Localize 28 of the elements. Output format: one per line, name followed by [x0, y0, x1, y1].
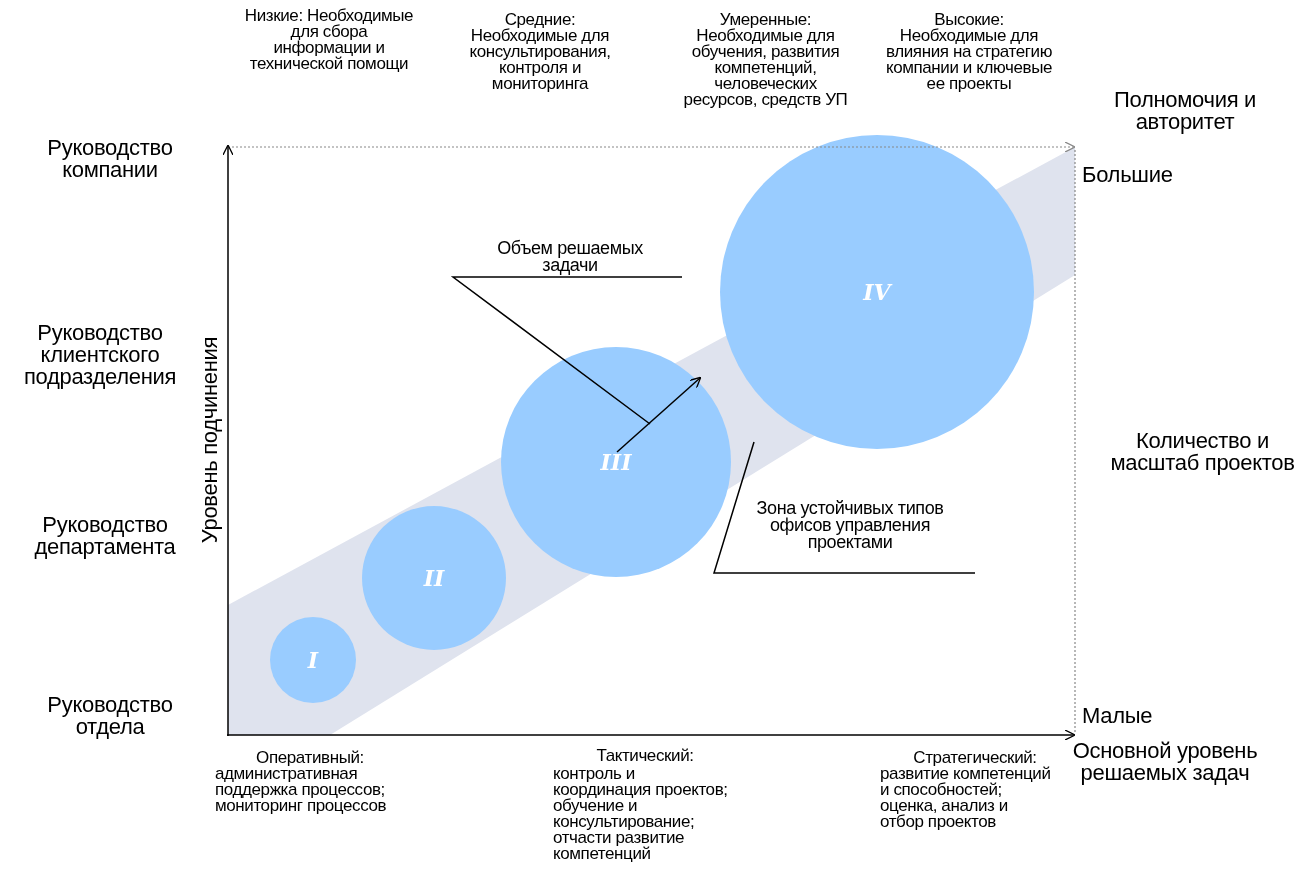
column-heading: Низкие: Необходимые для сбора информации и технической помощи — [243, 8, 415, 72]
column-heading: Стратегический: — [912, 750, 1037, 766]
axis-title: Полномочия и авторитет — [1112, 89, 1258, 133]
callout-text: Зона устойчивых типов офисов управления проектами — [755, 500, 945, 551]
description-text: развитие компетенций и способностей; оценка, анализ и отбор проектов — [880, 766, 1052, 830]
description-text: административная поддержка процессов; мониторинг процессов — [215, 766, 388, 814]
roman-numeral: IV — [863, 279, 891, 305]
scale-label: Малые — [1082, 705, 1154, 727]
row-label: Руководство клиентского подразделения — [22, 322, 178, 388]
column-heading: Средние: Необходимые для консультирования, контроля и мониторинга — [468, 12, 612, 92]
leader-line — [450, 276, 683, 425]
row-label: Руководство компании — [46, 137, 174, 181]
column-heading: Высокие: Необходимые для влияния на стратегию компании и ключевые ее проекты — [885, 12, 1053, 92]
leader-line — [713, 441, 976, 574]
roman-numeral: III — [600, 449, 632, 475]
callout-text: Объем решаемых задачи — [470, 240, 670, 274]
axis-title: Уровень подчинения — [199, 335, 221, 546]
column-heading: Оперативный: — [255, 750, 365, 766]
roman-numeral: II — [423, 565, 445, 591]
axis-title: Количество и масштаб проектов — [1109, 430, 1296, 474]
description-text: контроль и координация проектов; обучение и консультирование; отчасти развитие компетенций — [553, 766, 729, 862]
row-label: Руководство отдела — [46, 694, 174, 738]
column-heading: Тактический: — [595, 748, 695, 764]
axis-title: Основной уровень решаемых задач — [1071, 740, 1259, 784]
column-heading: Умеренные: Необходимые для обучения, развития компетенций, человеческих ресурсов, средств УП — [682, 12, 849, 108]
roman-numeral: I — [307, 647, 319, 673]
row-label: Руководство департамента — [33, 514, 177, 558]
scale-label: Большие — [1082, 164, 1174, 186]
